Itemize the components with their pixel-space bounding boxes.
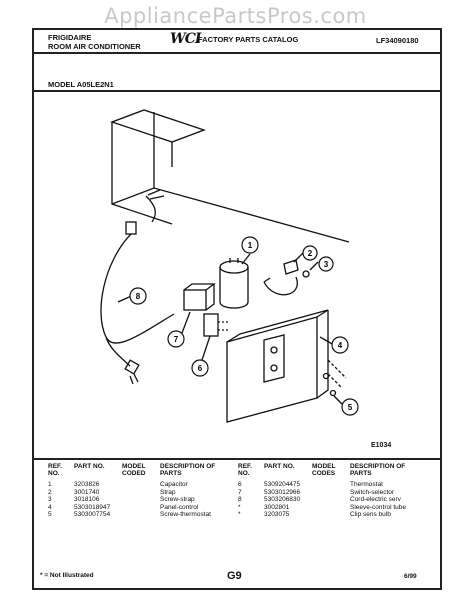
cabinet-top (110, 109, 206, 143)
revision-date: 6/99 (404, 573, 417, 580)
col-ref: REF. NO. (48, 463, 63, 477)
col-model: MODEL CODED (122, 463, 146, 477)
page-frame (32, 28, 442, 590)
col-desc: DESCRIPTION OF PARTS (350, 463, 406, 477)
page-number: G9 (227, 570, 242, 582)
parts-table-right: REF. NO. PART NO. MODEL CODES DESCRIPTIO… (238, 463, 412, 519)
capacitor-body (219, 267, 249, 309)
callout-8: 8 (136, 292, 141, 301)
watermark: AppliancePartsPros.com (104, 4, 367, 28)
table-rule (34, 458, 440, 460)
col-desc: DESCRIPTION OF PARTS (160, 463, 216, 477)
model-rule (34, 90, 440, 92)
thermostat (203, 313, 219, 337)
callout-5: 5 (348, 403, 353, 412)
brand-name: FRIGIDAIRE (48, 33, 92, 42)
power-cord (100, 233, 175, 344)
col-part: PART NO. (74, 463, 105, 470)
callout-1: 1 (248, 241, 253, 250)
capacitor-top (219, 260, 249, 274)
model-number: MODEL A05LE2N1 (48, 80, 114, 89)
product-name: ROOM AIR CONDITIONER (48, 42, 141, 51)
parts-table-left: REF. NO. PART NO. MODEL CODED DESCRIPTIO… (48, 463, 222, 519)
publication-number: LF34090180 (376, 36, 419, 45)
col-part: PART NO. (264, 463, 295, 470)
wci-logo: WCI (170, 31, 201, 47)
callout-3: 3 (324, 260, 329, 269)
callout-7: 7 (174, 335, 179, 344)
col-model: MODEL CODES (312, 463, 336, 477)
callout-4: 4 (338, 341, 343, 350)
catalog-title: FACTORY PARTS CATALOG (198, 35, 299, 44)
cord-connector (125, 221, 137, 235)
cabinet-base (111, 187, 350, 243)
header-rule (34, 52, 440, 54)
figure-id: E1034 (371, 442, 392, 449)
callout-2: 2 (308, 249, 313, 258)
wire (145, 195, 156, 223)
col-ref: REF. NO. (238, 463, 253, 477)
strap (263, 276, 298, 296)
plug (124, 359, 140, 375)
callout-6: 6 (198, 364, 203, 373)
footnote: * = Not Illustrated (40, 572, 94, 579)
exploded-parts-diagram: 1 2 3 4 5 6 7 8 (100, 109, 359, 423)
selector-switch (183, 289, 207, 311)
